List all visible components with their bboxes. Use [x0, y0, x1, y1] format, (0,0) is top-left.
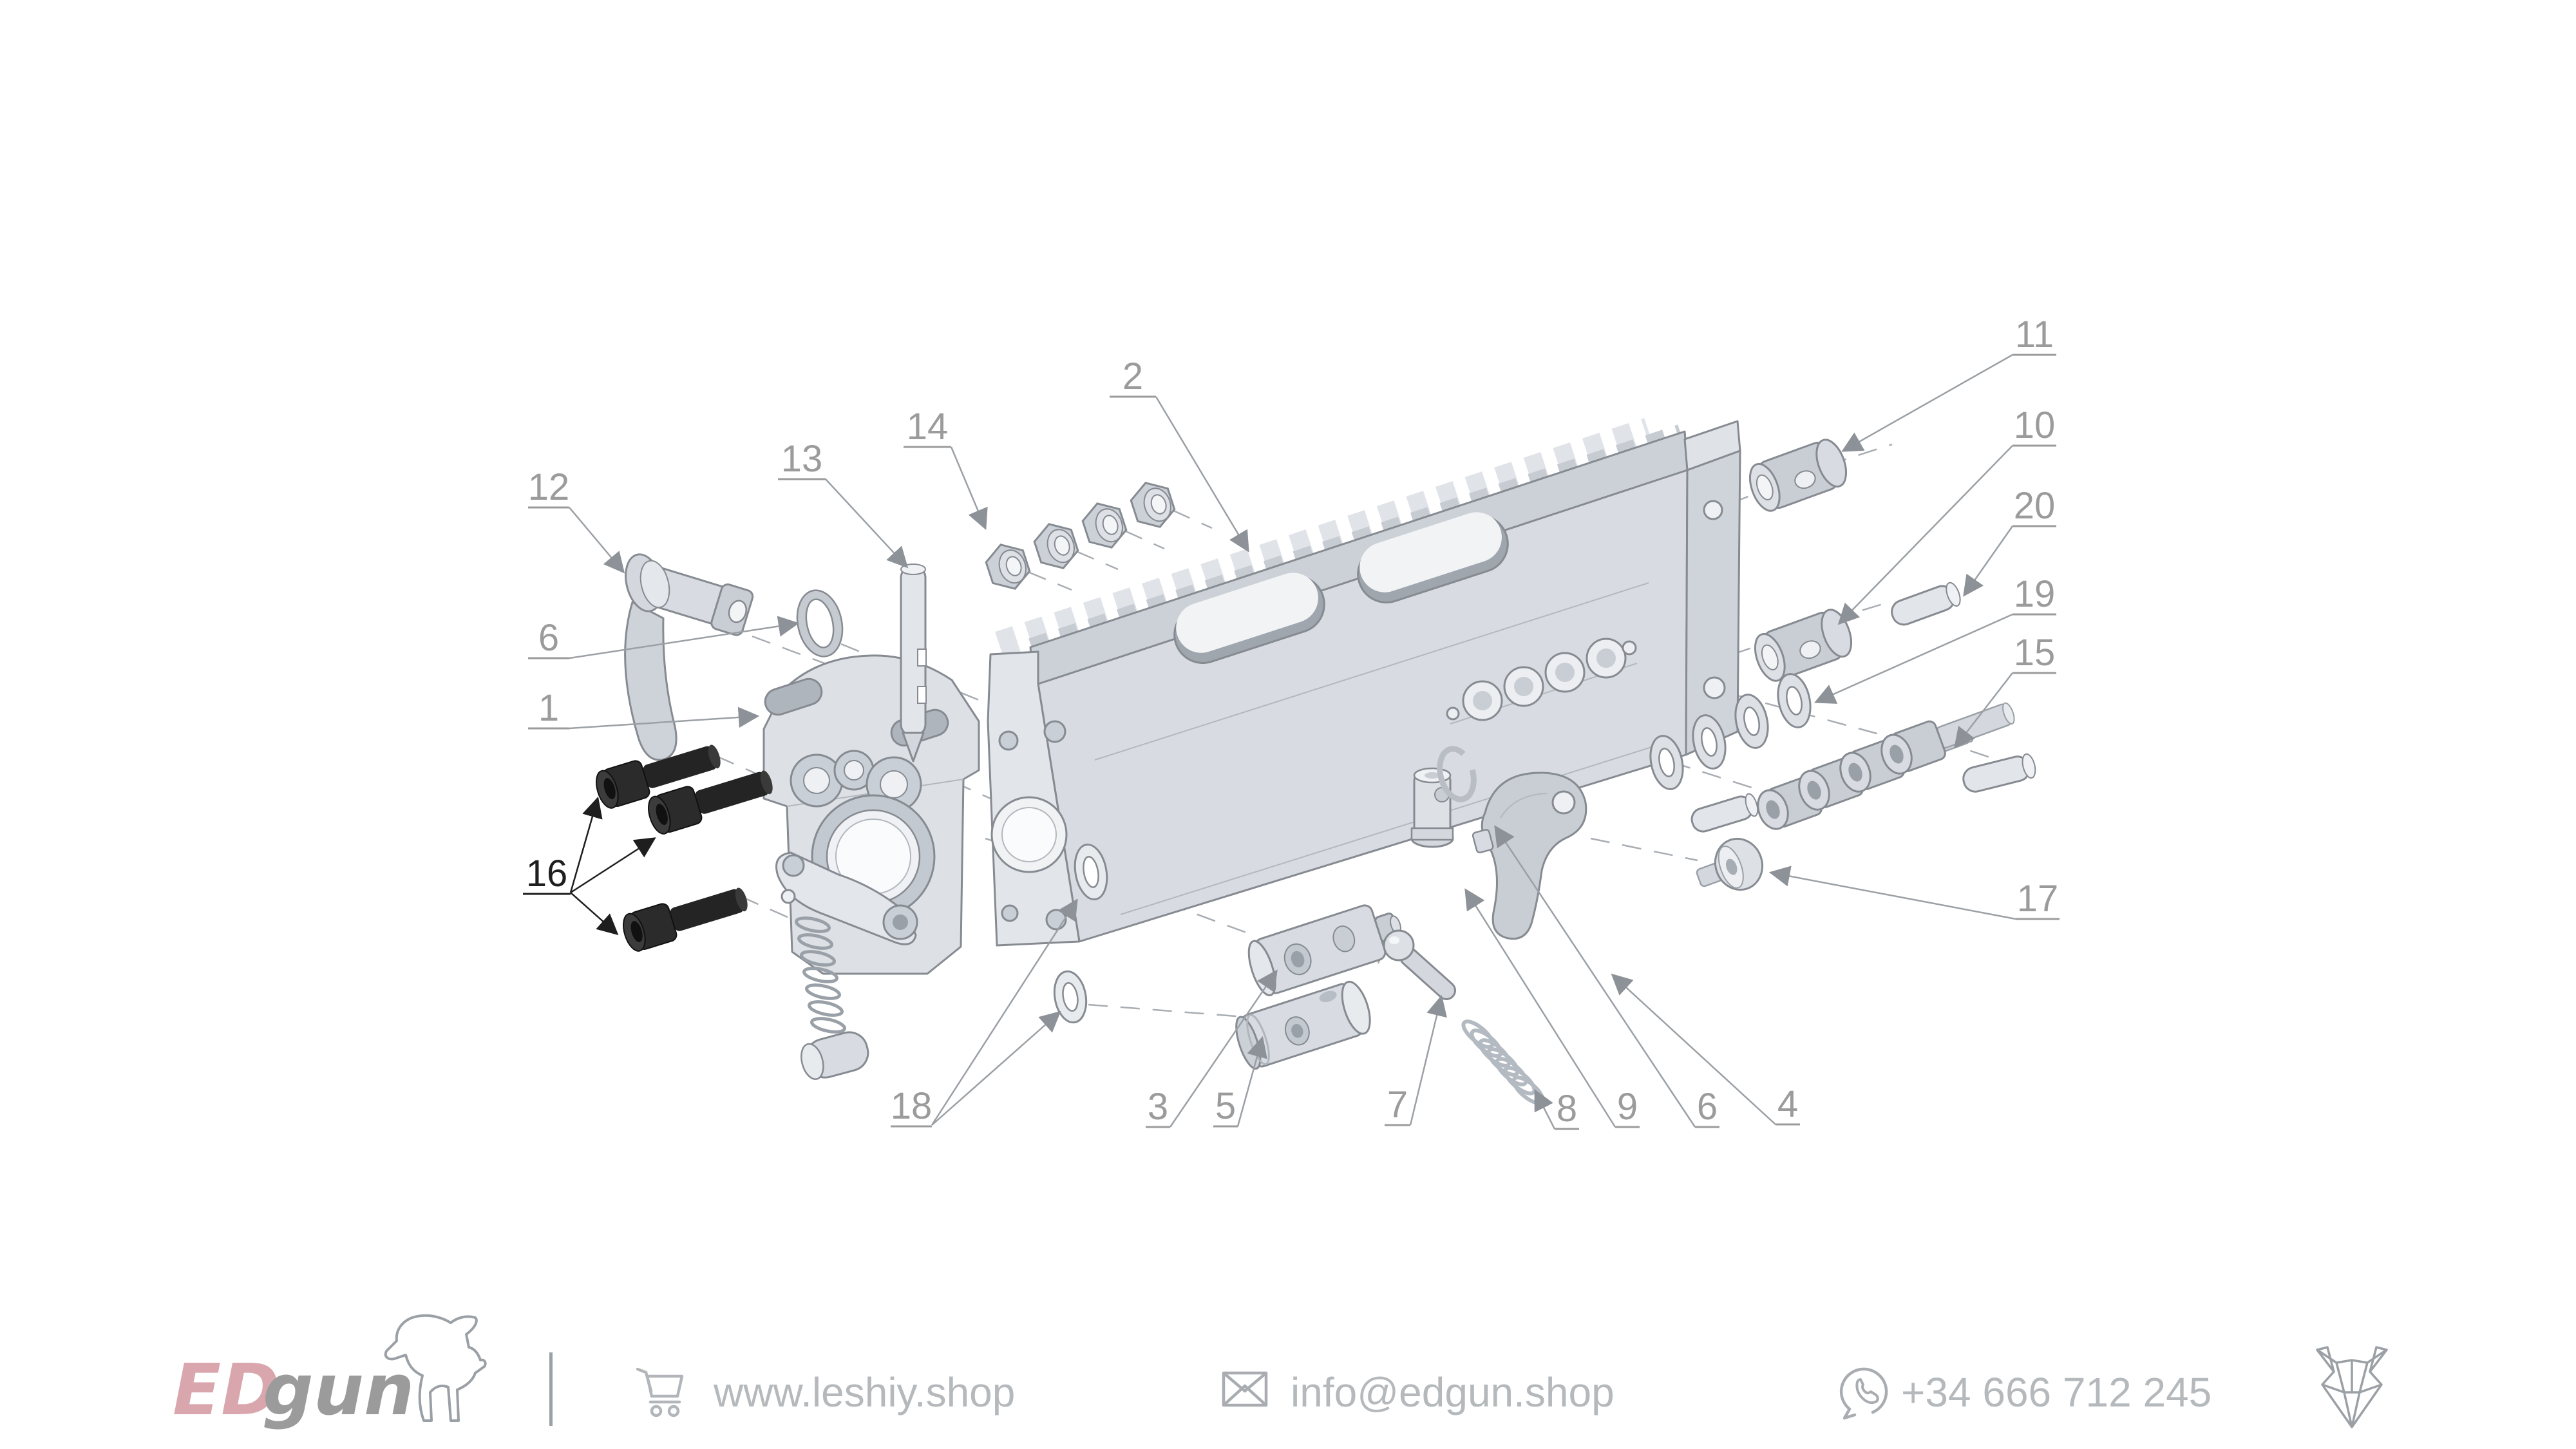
callout-18: 18: [891, 1085, 933, 1127]
trigger-lever-part-4: [1472, 772, 1587, 940]
callout-11: 11: [2015, 314, 2054, 355]
washers-part-19: [1649, 673, 1812, 790]
callout-1: 1: [538, 687, 559, 729]
callout-16: 16: [526, 853, 568, 895]
callout-15: 15: [2014, 632, 2056, 674]
clamp-spring: [794, 916, 847, 1034]
callout-4: 4: [1777, 1083, 1798, 1125]
bushing-part-11: [1748, 439, 1848, 512]
envelope-icon: [1222, 1371, 1268, 1407]
email-link[interactable]: info@edgun.shop: [1222, 1369, 1615, 1416]
callout-underlines: [523, 354, 2060, 1130]
callout-10: 10: [2014, 404, 2056, 446]
receiver-housing-part-2: [987, 418, 1741, 947]
footer: ED gun www.leshiy.shop info@edgun.shop: [173, 1314, 2388, 1431]
email-text[interactable]: info@edgun.shop: [1291, 1369, 1615, 1416]
clamp-roller: [800, 1031, 869, 1080]
circlip-part-6-bottom: [1437, 746, 1477, 802]
callout-5: 5: [1215, 1085, 1236, 1127]
callout-9: 9: [1617, 1086, 1638, 1128]
receiver-slot: [1357, 512, 1509, 603]
logo-gun-text: gun: [263, 1349, 414, 1431]
bushing-part-10: [1754, 609, 1853, 682]
callout-13: 13: [781, 438, 823, 480]
cocking-lever-part-12: [624, 553, 754, 761]
dog-silhouette-icon: [384, 1314, 487, 1422]
phone-link[interactable]: +34 666 712 245: [1839, 1367, 2211, 1420]
callout-12: 12: [528, 466, 570, 508]
cart-icon: [636, 1367, 684, 1417]
bushing-part-9: [1410, 767, 1454, 848]
footer-divider: [549, 1352, 553, 1426]
callout-2: 2: [1122, 355, 1143, 397]
receiver-slot: [1173, 573, 1325, 664]
callout-7: 7: [1387, 1084, 1408, 1126]
o-ring-part-6-left: [796, 589, 844, 658]
dowel-pins-part-20: [1690, 582, 2036, 833]
callout-19: 19: [2014, 573, 2056, 615]
sleeve-part-5: [1235, 980, 1371, 1070]
pin-part-13: [900, 564, 927, 762]
front-plate-part-1: [762, 654, 980, 1080]
button-screw-part-17: [1696, 837, 1763, 891]
spring-part-8: [1461, 1019, 1545, 1105]
website-text[interactable]: www.leshiy.shop: [713, 1369, 1015, 1416]
callout-20: 20: [2014, 485, 2056, 527]
callout-6-bottom: 6: [1697, 1086, 1718, 1128]
black-screws-part-16: [596, 744, 773, 952]
edgun-logo: ED gun: [173, 1314, 487, 1431]
callout-6-left: 6: [538, 617, 559, 659]
whatsapp-icon: [1839, 1367, 1888, 1420]
ball-link-part-7: [1383, 929, 1456, 1000]
wolf-head-icon: [2316, 1346, 2388, 1428]
callout-14: 14: [907, 406, 949, 448]
website-link[interactable]: www.leshiy.shop: [636, 1367, 1015, 1417]
socket-screws-part-15: [1757, 702, 2015, 830]
hex-bushings-part-14: [985, 482, 1176, 590]
logo-ed-text: ED: [173, 1349, 279, 1431]
phone-text[interactable]: +34 666 712 245: [1901, 1369, 2211, 1416]
o-rings-part-18: [1053, 843, 1108, 1024]
callout-leaders: [569, 354, 2016, 1130]
callout-8: 8: [1557, 1088, 1577, 1130]
callout-numbers: 1 2 3 4 5 6 6 7 8 9 10 11 12 13 14 15 16…: [526, 314, 2059, 1130]
callout-17: 17: [2017, 878, 2059, 920]
callout-3: 3: [1148, 1086, 1168, 1128]
